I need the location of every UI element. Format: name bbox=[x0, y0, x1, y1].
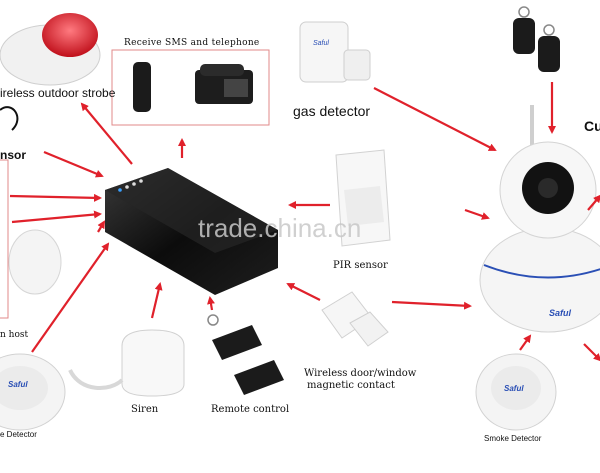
siren-device bbox=[68, 329, 185, 397]
label-door-window-1: Wireless door/window bbox=[304, 368, 417, 379]
arrow-pir-to-camera bbox=[464, 208, 490, 220]
sensor-cable bbox=[0, 106, 19, 131]
arrow-left-to-host bbox=[9, 193, 102, 202]
label-smoke-right: Smoke Detector bbox=[484, 434, 542, 443]
arrow-gas-to-camera bbox=[373, 87, 497, 151]
smoke-detector-left bbox=[0, 353, 66, 431]
arrow-remote-to-host bbox=[207, 296, 215, 311]
label-camera-partial: Cu bbox=[584, 118, 600, 134]
label-gas-detector: gas detector bbox=[293, 103, 371, 119]
label-host-partial: n host bbox=[0, 330, 29, 340]
mobile-phone-icon bbox=[133, 62, 151, 112]
outdoor-strobe-device bbox=[0, 13, 101, 86]
pir-sensor-device bbox=[335, 149, 391, 247]
arrow-sensor-to-host bbox=[43, 150, 104, 178]
label-door-window-2: magnetic contact bbox=[307, 380, 395, 391]
label-remote-control: Remote control bbox=[211, 404, 290, 415]
desk-telephone-icon bbox=[195, 64, 253, 104]
label-receive-sms: Receive SMS and telephone bbox=[124, 38, 260, 48]
brand-gas: Saful bbox=[313, 40, 329, 47]
label-outdoor-strobe: ireless outdoor strobe bbox=[0, 86, 116, 100]
label-siren: Siren bbox=[131, 404, 159, 415]
label-sensor-partial: nsor bbox=[0, 148, 27, 162]
label-smoke-left: e Detector bbox=[0, 430, 37, 439]
arrow-tree-to-host bbox=[97, 220, 106, 233]
label-pir-sensor: PIR sensor bbox=[333, 260, 388, 271]
arrow-smoke-right-to-camera bbox=[519, 334, 532, 351]
arrow-siren-to-host bbox=[150, 282, 163, 319]
arrow-door-to-host bbox=[286, 283, 321, 301]
sms-telephone-box bbox=[111, 49, 270, 126]
arrow-camera-right bbox=[587, 194, 600, 211]
smoke-detector-right bbox=[475, 353, 557, 431]
brand-camera: Saful bbox=[549, 308, 572, 318]
connection-arrows bbox=[9, 82, 600, 362]
arrow-camera-edge bbox=[583, 343, 600, 362]
door-window-contact-device bbox=[321, 291, 389, 347]
brand-smoke-right: Saful bbox=[504, 384, 524, 393]
pir-sensor-left bbox=[8, 229, 62, 295]
keyfob-remotes-top bbox=[513, 6, 560, 72]
alarm-host-panel bbox=[105, 168, 278, 295]
arrow-door-to-camera bbox=[391, 300, 472, 310]
remote-control-devices bbox=[207, 314, 284, 395]
arrow-host-to-strobe bbox=[80, 102, 133, 165]
left-sensor-box bbox=[0, 159, 9, 319]
gas-detector-device bbox=[299, 21, 371, 83]
arrow-smoke-left-to-host bbox=[31, 242, 110, 353]
arrow-pir-left-to-host bbox=[11, 210, 102, 224]
brand-smoke-left: Saful bbox=[8, 380, 28, 389]
watermark: trade.china.cn bbox=[198, 213, 362, 243]
ip-camera-device bbox=[479, 105, 600, 333]
